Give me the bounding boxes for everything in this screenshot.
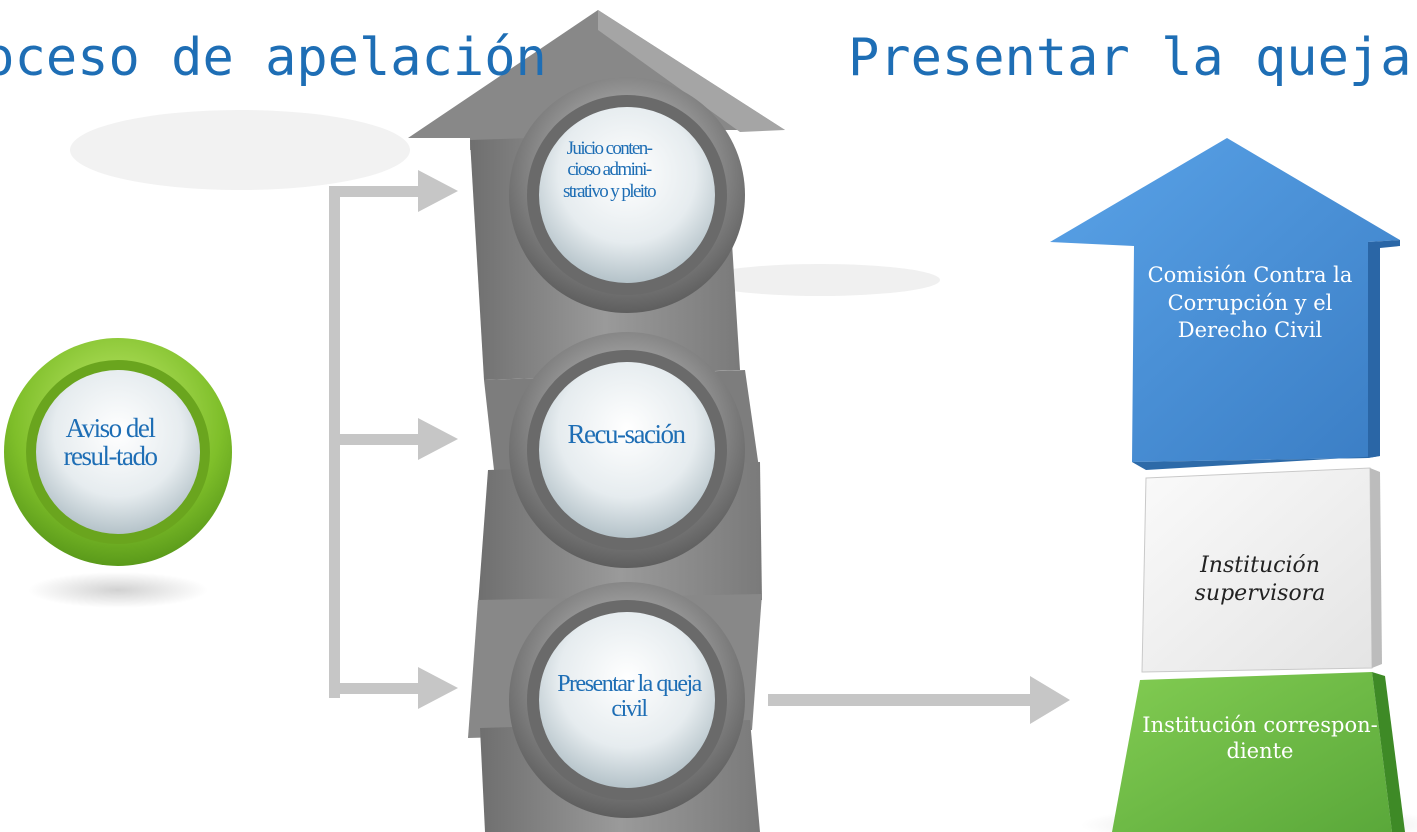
box-comision-arrow [1050,138,1400,470]
queja-connector-arrow [768,676,1070,724]
title-proceso-apelacion: roceso de apelación [0,28,547,88]
node-queja-civil-label: Presentar la queja civil [557,671,702,723]
node-queja-ring [509,582,745,818]
stack-bottom-label: Institución correspon-diente [1142,713,1378,764]
background-reflection [700,264,940,296]
branch-connector [329,170,458,709]
node-recusacion-ring [509,332,745,568]
node-aviso-ring [4,338,232,608]
node-recusacion-label: Recu-sación [567,419,686,449]
node-aviso-label: Aviso del resul-tado [63,413,158,472]
node-juicio-ring [509,77,745,313]
node-juicio-label: Juicio conten-cioso admini-strativo y pl… [562,138,657,202]
stack-middle-label: Institución supervisora [1194,553,1326,607]
box-institucion-correspondiente [1112,672,1405,832]
box-institucion-supervisora [1141,467,1382,673]
stack-top-label: Comisión Contra la Corrupción y el Derec… [1147,263,1353,343]
title-presentar-queja: Presentar la queja [848,28,1412,88]
background-reflection [70,110,410,190]
